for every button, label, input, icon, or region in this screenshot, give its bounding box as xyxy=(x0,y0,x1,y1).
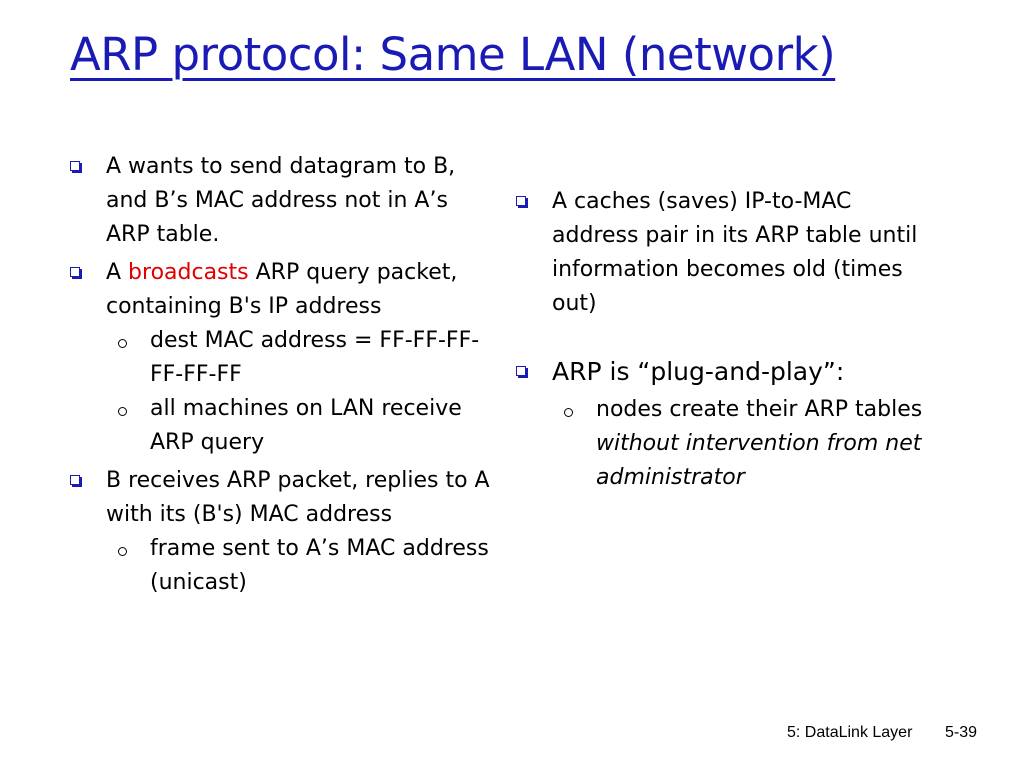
bullet-item: ARP is “plug-and-play”: xyxy=(516,353,936,391)
square-bullet-icon xyxy=(516,196,526,206)
bullet-text-post: ARP query packet, containing B's IP addr… xyxy=(106,260,458,319)
bullet-item: A caches (saves) IP-to-MAC address pair … xyxy=(516,185,936,321)
sub-bullet-item: dest MAC address = FF-FF-FF-FF-FF-FF xyxy=(70,324,490,392)
square-bullet-icon xyxy=(70,475,80,485)
highlight-broadcasts: broadcasts xyxy=(128,260,249,285)
square-bullet-icon xyxy=(516,366,526,376)
footer-page-number: 5-39 xyxy=(945,724,978,741)
bullet-text: ARP is “plug-and-play”: xyxy=(552,357,845,386)
bullet-text: A caches (saves) IP-to-MAC address pair … xyxy=(552,189,918,316)
sub-bullet-text: dest MAC address = FF-FF-FF-FF-FF-FF xyxy=(150,328,480,387)
sub-bullet-item: frame sent to A’s MAC address (unicast) xyxy=(70,532,490,600)
bullet-item: A wants to send datagram to B, and B’s M… xyxy=(70,150,490,252)
left-column: A wants to send datagram to B, and B’s M… xyxy=(70,150,490,600)
square-bullet-icon xyxy=(70,267,80,277)
sub-bullet-text: all machines on LAN receive ARP query xyxy=(150,396,462,455)
bullet-item: A broadcasts ARP query packet, containin… xyxy=(70,256,490,324)
square-bullet-icon xyxy=(70,161,80,171)
sub-bullet-text-pre: nodes create their ARP tables xyxy=(596,397,923,422)
slide-title: ARP protocol: Same LAN (network) xyxy=(70,28,836,81)
circle-bullet-icon xyxy=(118,407,127,416)
bullet-item: B receives ARP packet, replies to A with… xyxy=(70,464,490,532)
sub-bullet-item: all machines on LAN receive ARP query xyxy=(70,392,490,460)
circle-bullet-icon xyxy=(118,339,127,348)
footer-chapter: 5: DataLink Layer xyxy=(787,724,913,741)
sub-bullet-item: nodes create their ARP tables without in… xyxy=(516,393,936,495)
sub-bullet-text: frame sent to A’s MAC address (unicast) xyxy=(150,536,489,595)
circle-bullet-icon xyxy=(118,547,127,556)
bullet-text: B receives ARP packet, replies to A with… xyxy=(106,468,490,527)
right-column: A caches (saves) IP-to-MAC address pair … xyxy=(516,185,936,495)
bullet-text: A wants to send datagram to B, and B’s M… xyxy=(106,154,456,247)
sub-bullet-text-italic: without intervention from net administra… xyxy=(596,431,922,490)
circle-bullet-icon xyxy=(564,408,573,417)
bullet-text-pre: A xyxy=(106,260,129,285)
